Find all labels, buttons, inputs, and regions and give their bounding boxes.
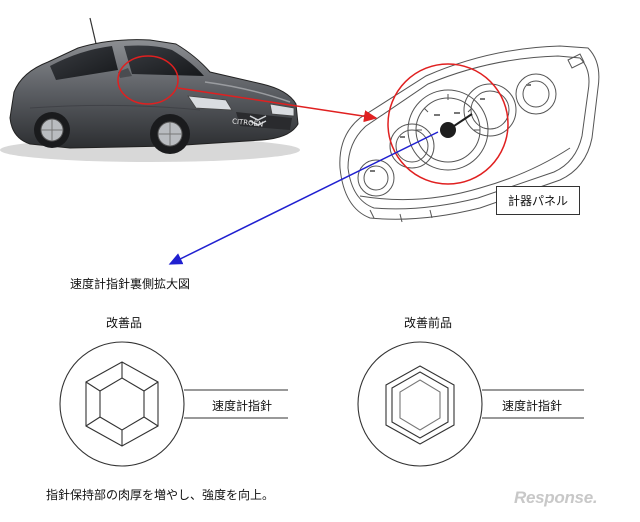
instrument-cluster-drawing	[339, 45, 600, 223]
instrument-panel-label: 計器パネル	[496, 186, 580, 215]
connector-arrows	[168, 87, 439, 265]
pointer-label-left: 速度計指針	[212, 399, 273, 413]
improved-label: 改善品	[106, 316, 143, 330]
improved-pointer-detail	[59, 341, 288, 467]
enlarged-view-title: 速度計指針裏側拡大図	[70, 277, 191, 291]
before-improvement-label: 改善前品	[404, 316, 453, 330]
before-pointer-detail	[357, 341, 584, 467]
caption: 指針保持部の肉厚を増やし、強度を向上。	[46, 488, 275, 502]
instrument-panel-label-text: 計器パネル	[507, 194, 568, 208]
pointer-label-right: 速度計指針	[502, 399, 563, 413]
speedometer-needle-hub	[440, 113, 473, 138]
blue-arrow	[168, 131, 439, 265]
response-watermark: Response.	[514, 488, 598, 507]
car-image	[0, 17, 300, 162]
red-arrow	[177, 87, 378, 123]
